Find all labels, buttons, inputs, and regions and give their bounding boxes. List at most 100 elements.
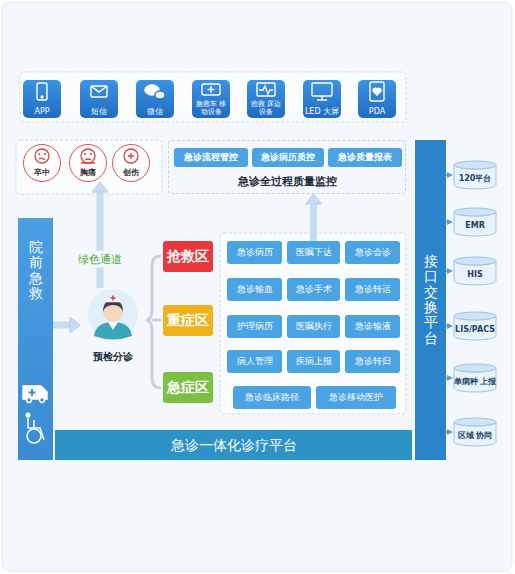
node-label: 急诊病历质控 xyxy=(261,152,315,162)
connector xyxy=(446,429,453,435)
cylinder-top xyxy=(454,418,496,426)
arrowhead xyxy=(92,182,108,192)
function-box: 病人管理 xyxy=(227,350,282,373)
node-label: 急诊病历 xyxy=(237,247,273,257)
node-label: 院前急救 xyxy=(29,240,43,302)
system-cylinder: EMR xyxy=(453,207,497,237)
nurse-figure xyxy=(88,289,138,340)
cylinder-top xyxy=(454,208,496,216)
function-box: 急诊移动医护 xyxy=(316,386,396,409)
node-label: 微信 xyxy=(147,107,163,116)
node-label: 卒中 xyxy=(34,168,50,177)
arrowhead xyxy=(447,323,453,329)
function-box: 急诊会诊 xyxy=(345,241,400,264)
node-label: 急诊临床路径 xyxy=(245,392,299,402)
node-label: 抢救 床边设备 xyxy=(248,100,284,116)
node-label: 120平台 xyxy=(459,174,492,183)
node-label: 医嘱执行 xyxy=(296,321,332,331)
function-box: 护理病历 xyxy=(227,315,282,338)
node-label: 抢救区 xyxy=(167,248,209,264)
function-box: 医嘱下达 xyxy=(287,241,340,264)
node-label: 急诊转运 xyxy=(355,284,391,294)
connector xyxy=(446,375,453,381)
function-box: 急诊临床路径 xyxy=(233,386,311,409)
function-box: 急诊输血 xyxy=(227,278,282,301)
cylinder-top xyxy=(454,257,496,265)
node-label: 胸痛 xyxy=(80,168,96,177)
node-label: 接口交换平台 xyxy=(424,254,438,346)
platform-band: 急诊一体化诊疗平台 xyxy=(55,430,412,460)
connector xyxy=(446,219,453,225)
node-label: 急症区 xyxy=(167,379,209,395)
arrowhead xyxy=(447,375,453,381)
channel-group xyxy=(20,72,406,122)
system-cylinder: LIS/PACS xyxy=(453,311,497,341)
platform-band: 院前急救 xyxy=(18,218,53,460)
connector-line xyxy=(310,203,317,241)
node-label: 急诊输血 xyxy=(237,284,273,294)
connector xyxy=(446,172,453,178)
function-box: 医嘱执行 xyxy=(287,315,340,338)
node-label: HIS xyxy=(467,270,482,279)
system-cylinder: HIS xyxy=(453,256,497,286)
connector-line xyxy=(53,322,71,329)
node-label: 短信 xyxy=(91,107,107,116)
node-label: 医嘱下达 xyxy=(296,247,332,257)
connector-line xyxy=(97,191,104,288)
channel-tile: PDA xyxy=(358,80,396,118)
function-group xyxy=(220,233,406,414)
node-label: 急诊移动医护 xyxy=(329,392,383,402)
platform-band: 接口交换平台 xyxy=(415,140,446,460)
channel-tile: 抢救 床边设备 xyxy=(247,80,285,118)
function-box: 急诊转归 xyxy=(345,350,400,373)
node-label: 区域 协同 xyxy=(458,431,493,440)
connector xyxy=(306,194,322,241)
connector xyxy=(92,182,108,288)
arrowhead xyxy=(306,194,322,204)
disease-icons xyxy=(35,149,138,163)
function-box: 急诊输液 xyxy=(345,315,400,338)
node-label: LED 大屏 xyxy=(305,107,339,116)
zone-box: 重症区 xyxy=(163,305,213,336)
function-box: 急诊病历质控 xyxy=(252,148,324,167)
function-box: 急诊手术 xyxy=(287,278,340,301)
node-label: 病人管理 xyxy=(237,356,273,366)
system-cylinder: 单病种 上报 xyxy=(453,363,497,393)
node-label: 预检分诊 xyxy=(93,351,133,363)
connector xyxy=(53,317,80,333)
bracket xyxy=(146,256,161,388)
function-box: 急诊流程管控 xyxy=(174,148,248,167)
node-label: 急救车 移动设备 xyxy=(193,100,229,116)
system-cylinder: 区域 协同 xyxy=(453,417,497,447)
disease-group xyxy=(16,140,162,194)
node-label: 急诊质量报表 xyxy=(338,152,392,162)
cylinder-top xyxy=(454,161,496,169)
system-cylinder: 120平台 xyxy=(453,160,497,190)
node-label: 急诊全过程质量监控 xyxy=(238,176,337,189)
channel-icons xyxy=(37,82,384,101)
node-label: 急诊输液 xyxy=(355,321,391,331)
node-label: 重症区 xyxy=(167,312,209,328)
quality-panel: 急诊全过程质量监控 急诊流程管控 急诊病历质控 急诊质量报表 xyxy=(168,140,406,194)
arrowhead xyxy=(447,219,453,225)
node-label: LIS/PACS xyxy=(455,325,495,334)
node-label: EMR xyxy=(465,221,485,230)
node-label: 急诊会诊 xyxy=(355,247,391,257)
function-box: 急诊转运 xyxy=(345,278,400,301)
connector xyxy=(446,323,453,329)
node-label: APP xyxy=(34,107,49,116)
arrowhead xyxy=(70,317,80,333)
function-box: 急诊病历 xyxy=(227,241,282,264)
connector xyxy=(446,268,453,274)
arrowhead xyxy=(447,172,453,178)
function-box: 疾病上报 xyxy=(287,350,340,373)
node-label: 急诊手术 xyxy=(296,284,332,294)
node-label: 单病种 上报 xyxy=(454,377,497,386)
node-label: 急诊流程管控 xyxy=(184,152,238,162)
cylinder-top xyxy=(454,364,496,372)
function-box: 急诊质量报表 xyxy=(328,148,402,167)
edge-label: 绿色通道 xyxy=(75,251,125,268)
channel-tile: APP xyxy=(23,80,61,118)
cylinder-top xyxy=(454,312,496,320)
